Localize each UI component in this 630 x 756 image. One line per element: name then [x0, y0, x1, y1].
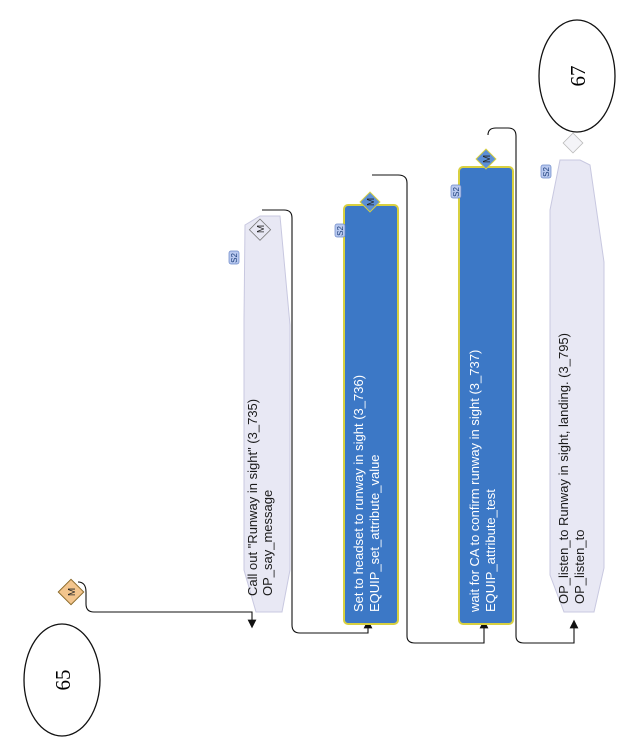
- connector-end-label: 67: [566, 66, 590, 87]
- connector-end[interactable]: 67: [538, 19, 616, 133]
- node-set-headset[interactable]: Set to headset to runway in sight (3_736…: [343, 204, 399, 625]
- node-call-out-runway-m-letter: M: [256, 225, 267, 233]
- svg-text:S2: S2: [230, 253, 239, 263]
- node-listen-to-title: OP_listen_to Runway in sight, landing. (…: [556, 333, 571, 604]
- node-call-out-runway-title: Call out "Runway in sight" (3_735): [245, 399, 260, 596]
- node-listen-to-badge-icon: S2: [540, 164, 552, 179]
- node-listen-to-operator: OP_listen_to: [572, 530, 587, 604]
- connection-lines: [77, 127, 579, 644]
- node-set-headset-badge-icon: S2: [334, 223, 346, 238]
- node-wait-for-ca-operator: EQUIP_attribute_test: [483, 489, 498, 612]
- node-wait-for-ca-title: wait for CA to confirm runway in sight (…: [467, 350, 482, 613]
- start-gate-letter: M: [67, 588, 78, 596]
- node-wait-for-ca[interactable]: wait for CA to confirm runway in sight (…: [458, 166, 514, 625]
- node-call-out-runway[interactable]: Call out "Runway in sight" (3_735) OP_sa…: [243, 215, 291, 613]
- node-listen-to[interactable]: OP_listen_to Runway in sight, landing. (…: [549, 159, 605, 613]
- node-call-out-runway-badge-icon: S2: [228, 250, 240, 265]
- node-call-out-runway-operator: OP_say_message: [260, 490, 275, 596]
- node-call-out-runway-m-gate[interactable]: M: [248, 218, 272, 241]
- connector-start[interactable]: 65: [23, 623, 101, 737]
- node-set-headset-operator: EQUIP_set_attribute_value: [367, 454, 382, 612]
- svg-text:S2: S2: [452, 187, 461, 197]
- node-wait-for-ca-m-letter: M: [482, 155, 493, 163]
- node-set-headset-m-letter: M: [366, 198, 377, 206]
- node-set-headset-title: Set to headset to runway in sight (3_736…: [351, 375, 366, 612]
- node-listen-to-gate-icon[interactable]: [562, 132, 584, 154]
- node-set-headset-m-gate[interactable]: M: [359, 191, 381, 213]
- svg-text:S2: S2: [542, 167, 551, 177]
- svg-text:S2: S2: [336, 226, 345, 236]
- node-wait-for-ca-badge-icon: S2: [450, 184, 462, 199]
- connector-start-label: 65: [51, 670, 75, 691]
- node-wait-for-ca-m-gate[interactable]: M: [475, 148, 497, 170]
- start-gate-icon[interactable]: M: [57, 578, 85, 606]
